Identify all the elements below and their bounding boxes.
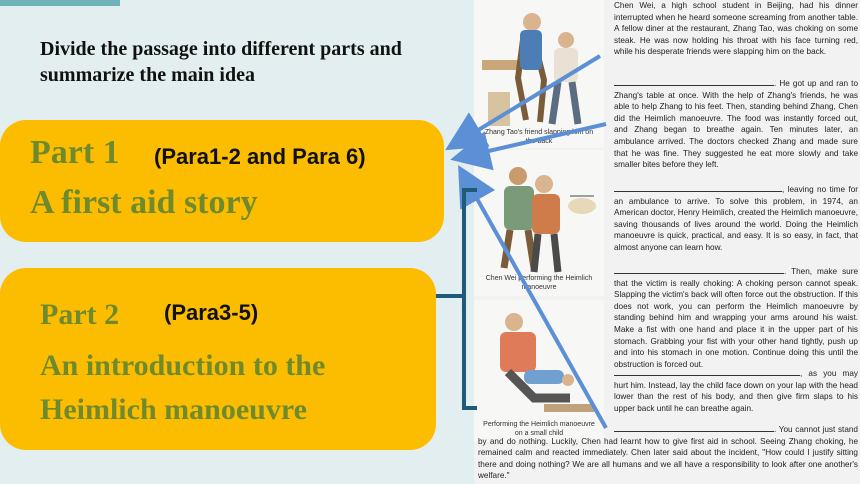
back-slap-drawing [474,0,604,148]
passage-para-4: . Then, make sure that the victim is rea… [614,266,858,370]
child-drawing [474,300,604,442]
arrow-para1 [445,54,602,151]
blank-5 [614,431,774,432]
passage-para-3: , leaving no time for an ambulance to ar… [614,184,858,254]
illustration-heimlich: Chen Wei performing the Heimlich manoeuv… [474,150,604,296]
passage-para-6-text: . You cannot just stand by and do nothin… [478,425,858,481]
part1-paras: (Para1-2 and Para 6) [154,144,366,169]
part1-main-idea: A first aid story [30,184,258,221]
passage-para-6: . You cannot just stand by and do nothin… [478,424,858,482]
bracket-para3-5 [436,188,477,410]
arrow-para2 [450,122,607,171]
instruction-text: Divide the passage into different parts … [40,38,402,86]
passage-para-4-text: . Then, make sure that the victim is rea… [614,267,858,369]
part2-label: Part 2 [40,298,120,331]
passage-para-5-text: , as you may hurt him. Instead, lay the … [614,369,858,413]
caption-1: Zhang Tao's friend slapping him on the b… [484,129,594,145]
part2-main-idea: An introduction to the Heimlich manoeuvr… [40,349,326,426]
arrow-para6 [458,165,608,429]
passage-para-1: Chen Wei, a high school student in Beiji… [614,1,858,57]
blank-1 [614,85,774,86]
caption-3: Performing the Heimlich manoeuvre on a s… [483,421,595,437]
blank-2 [614,191,782,192]
blank-3 [614,273,784,274]
part1-box: Part 1 (Para1-2 and Para 6) A first aid … [0,120,444,242]
passage-para-2: . He got up and ran to Zhang's table at … [614,78,858,171]
heimlich-drawing [474,150,604,296]
passage-para-3-text: , leaving no time for an ambulance to ar… [614,185,858,252]
passage-scan: Zhang Tao's friend slapping him on the b… [474,0,860,484]
part2-paras: (Para3-5) [164,300,259,325]
passage-para-2-text: . He got up and ran to Zhang's table at … [614,79,858,170]
part2-box: Part 2 (Para3-5) An introduction to the … [0,268,436,450]
illustration-back-slap: Zhang Tao's friend slapping him on the b… [474,0,604,148]
blank-4 [614,375,800,376]
caption-2: Chen Wei performing the Heimlich manoeuv… [485,275,593,291]
part1-label: Part 1 [30,134,120,171]
corner-strip [0,0,120,6]
passage-para-5: , as you may hurt him. Instead, lay the … [614,368,858,414]
illustration-child: Performing the Heimlich manoeuvre on a s… [474,300,604,442]
